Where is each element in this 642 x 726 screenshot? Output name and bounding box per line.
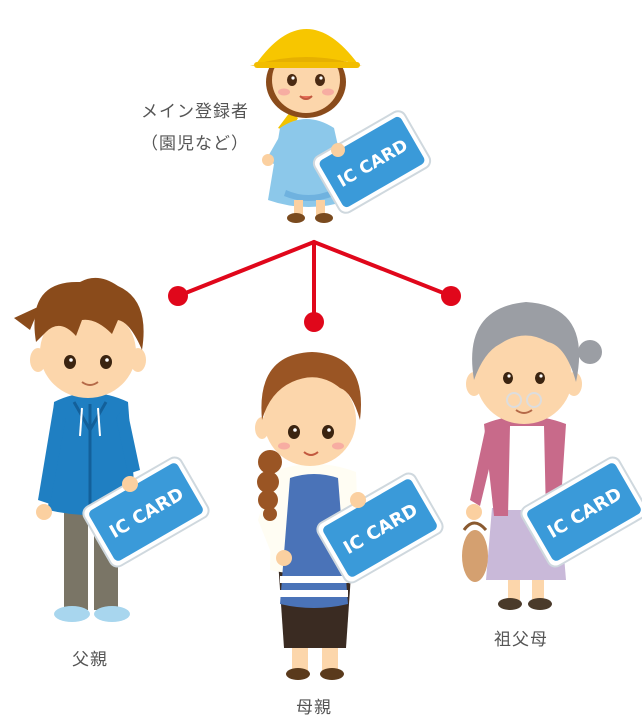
grandparent-label: 祖父母 (494, 630, 548, 650)
grandparent-figure (462, 302, 602, 610)
connector-line-father (176, 240, 316, 298)
child-ic-card: IC CARD (312, 110, 432, 214)
mother-label: 母親 (296, 698, 332, 718)
connector-line-grandparent (312, 240, 453, 298)
grandparent-ic-card: IC CARD (520, 456, 642, 568)
mother-ic-card: IC CARD (316, 472, 444, 584)
connector-lines (176, 240, 453, 324)
connector-dot-mother (304, 312, 324, 332)
father-ic-card: IC CARD (82, 456, 210, 568)
main-registrant-label-line2: （園児など） (141, 134, 249, 154)
father-figure (14, 277, 146, 622)
father-label: 父親 (72, 650, 108, 670)
main-registrant-label-line1: メイン登録者 (141, 102, 249, 122)
main-registrant-label: メイン登録者 （園児など） (110, 100, 280, 156)
connector-dot-grandparent (441, 286, 461, 306)
child-figure (250, 29, 362, 223)
connector-dot-father (168, 286, 188, 306)
